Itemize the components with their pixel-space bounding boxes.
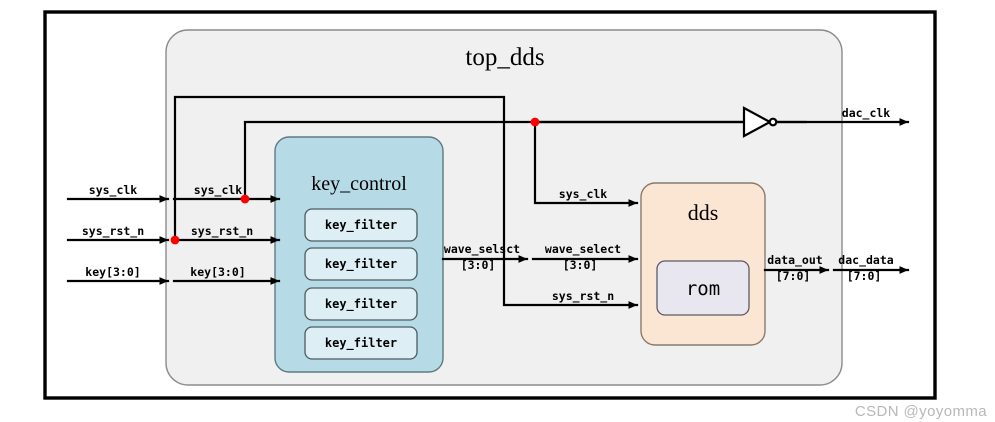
block-key-filter-2	[304, 247, 418, 281]
signal-label-dac-data: dac_data	[838, 253, 893, 268]
buffer-bubble-icon	[768, 117, 778, 127]
signal-label-dds-wave-select-width: [3:0]	[563, 258, 598, 272]
junction-dot-sys-rst-n	[170, 235, 180, 245]
signal-label-ext-sys-clk: sys_clk	[89, 183, 138, 198]
block-key-filter-1	[304, 208, 418, 242]
block-rom-label: rom	[686, 278, 720, 300]
buffer-triangle-icon	[742, 106, 773, 138]
signal-label-data-out-width: [7:0]	[776, 269, 811, 283]
signal-label-dds-wave-select: wave_select	[545, 242, 621, 257]
signal-label-data-out: data_out	[767, 253, 822, 268]
block-key-filter-3-label: key_filter	[325, 297, 397, 312]
block-key-filter-4-label: key_filter	[325, 336, 397, 351]
signal-label-wave-selsct-width: [3:0]	[461, 258, 496, 272]
signal-label-dac-data-width: [7:0]	[847, 269, 882, 283]
signal-label-dds-sys-clk: sys_clk	[559, 187, 608, 202]
block-key-filter-1-label: key_filter	[325, 218, 397, 233]
wire-sys-rst-n-riser	[173, 95, 639, 309]
block-dds-label: dds	[688, 200, 719, 225]
signal-label-wave-selsct: wave_selsct	[444, 242, 520, 257]
junction-dot-sys-clk	[240, 194, 250, 204]
signal-label-int-sys-clk: sys_clk	[194, 183, 243, 198]
block-key-filter-3	[304, 287, 418, 321]
block-key-filter-2-label: key_filter	[325, 257, 397, 272]
signal-label-ext-key: key[3:0]	[85, 265, 140, 279]
block-rom	[656, 260, 750, 316]
signal-label-int-key: key[3:0]	[190, 265, 245, 279]
block-top-dds-label: top_dds	[465, 44, 544, 71]
signal-label-ext-sys-rst-n: sys_rst_n	[82, 224, 144, 239]
watermark-text: CSDN @yoyomma	[854, 403, 987, 420]
signal-label-int-sys-rst-n: sys_rst_n	[191, 224, 253, 239]
junction-dot-dac-clk	[530, 117, 540, 127]
signal-label-dac-clk: dac_clk	[842, 106, 891, 121]
wire-dds-sys-clk	[533, 120, 639, 207]
outer-frame	[43, 10, 937, 400]
signal-label-dds-sys-rst-n: sys_rst_n	[552, 289, 614, 304]
block-key-control-label: key_control	[311, 173, 407, 195]
block-key-filter-4	[304, 326, 418, 360]
